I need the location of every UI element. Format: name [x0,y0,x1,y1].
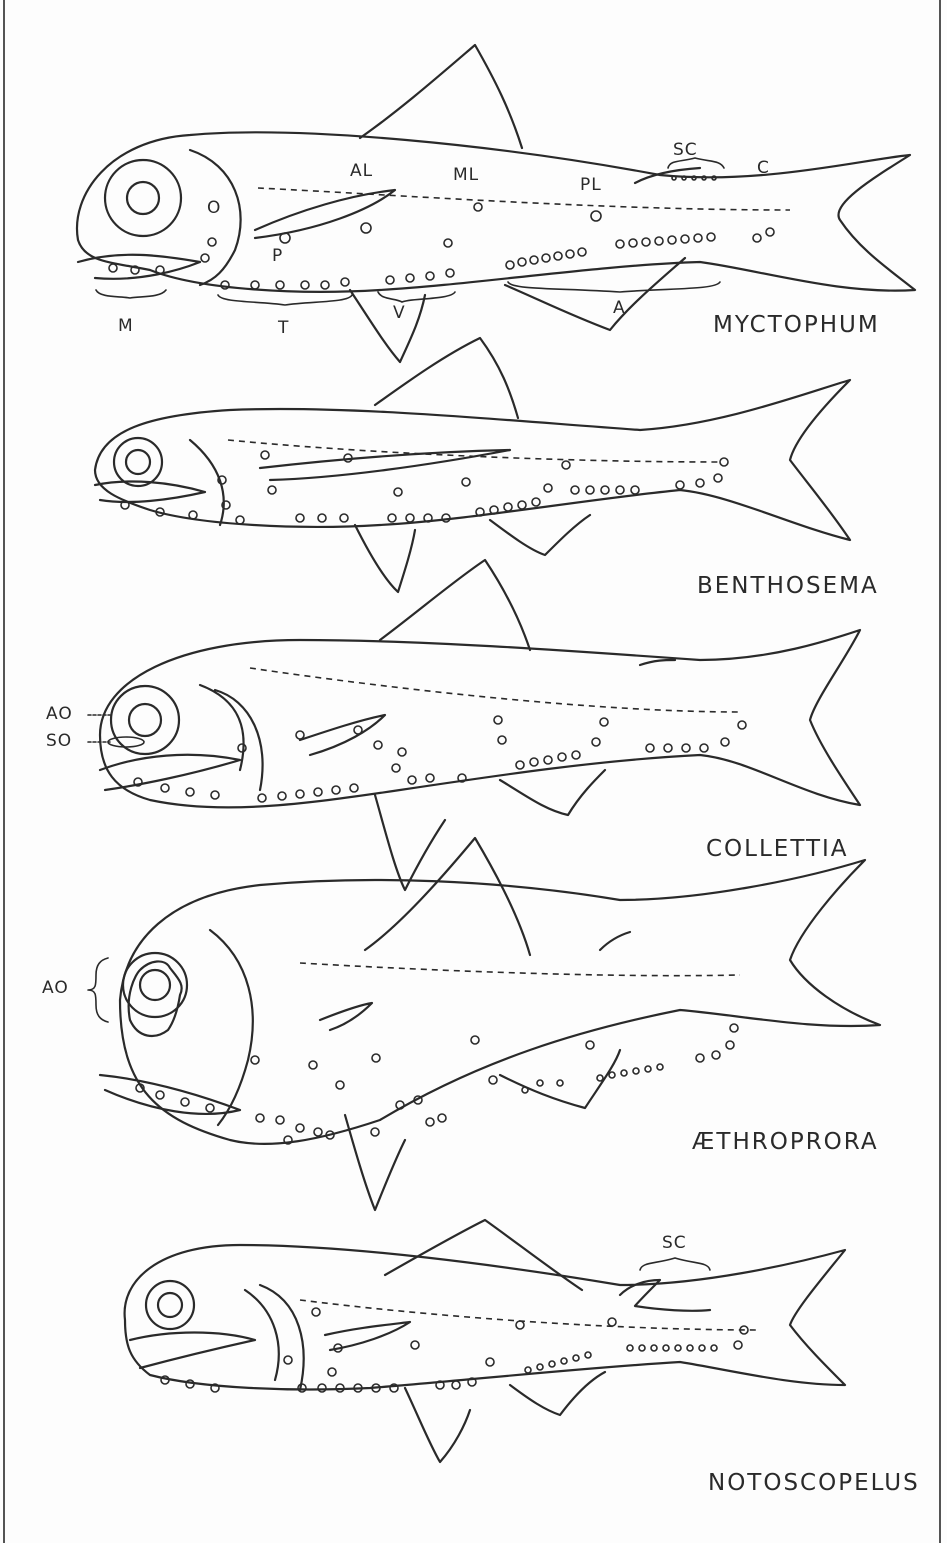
benthosema-pectoral-fin [260,450,510,480]
benthosema-jaw [95,481,205,502]
aethroprora-photophores [136,1024,738,1144]
aethroprora-pectoral-fin [320,1003,372,1030]
myctophum-pelvic-fin [350,290,425,362]
notoscopelus-pectoral-fin [325,1322,410,1350]
label-o: O [207,200,221,217]
notoscopelus-jaw [130,1333,255,1369]
label-pl: PL [580,177,602,194]
benthosema-eye-inner [126,450,150,474]
fish-notoscopelus [125,1220,845,1462]
label-ao-aethroprora: AO [42,980,69,997]
benthosema-anal-fin [490,515,590,555]
collettia-pectoral-fin [300,715,385,755]
label-a: A [613,300,626,317]
notoscopelus-eye-outer [146,1281,194,1329]
collettia-eye-inner [129,704,161,736]
notoscopelus-eye-inner [158,1293,182,1317]
label-ml: ML [453,167,479,184]
bracket-t [218,295,352,305]
collettia-adipose-fin [640,660,675,665]
aethroprora-eye-inner [140,970,170,1000]
aethroprora-operculum [210,930,253,1125]
bracket-sc2 [640,1258,710,1270]
notoscopelus-adipose-fin [620,1280,710,1311]
label-so: SO [46,733,72,750]
collettia-dorsal-fin [380,560,530,650]
myctophum-eye-outer [105,160,181,236]
aethroprora-jaw [100,1075,240,1114]
label-sc: SC [673,142,698,159]
label-sc-notoscopelus: SC [662,1235,687,1252]
species-name-aethroprora: ÆTHROPRORA [692,1131,879,1154]
myctophum-jaw [78,255,200,279]
label-ao: AO [46,706,73,723]
species-name-collettia: COLLETTIA [706,838,849,861]
collettia-lateral-line [250,668,740,712]
collettia-anal-fin [500,770,605,815]
species-name-benthosema: BENTHOSEMA [697,575,879,598]
myctophum-photophores [109,176,774,289]
species-name-notoscopelus: NOTOSCOPELUS [708,1472,920,1495]
myctophum-lateral-line [258,188,790,210]
bracket-m [96,290,166,298]
aethroprora-lateral-line [300,963,740,976]
notoscopelus-lateral-line [300,1300,760,1330]
fish-benthosema [95,338,850,592]
label-al: AL [350,163,373,180]
collettia-body [100,630,860,807]
species-name-myctophum: MYCTOPHUM [713,314,880,337]
myctophum-pectoral-fin [255,190,395,238]
myctophum-eye-inner [127,182,159,214]
label-p: P [272,248,283,265]
benthosema-dorsal-fin [375,338,518,418]
collettia-operculum [200,685,263,790]
bracket-v [378,292,455,302]
collettia-pelvic-fin [375,795,445,890]
aethroprora-adipose-fin [600,932,630,950]
label-t: T [278,320,289,337]
notoscopelus-body [125,1245,845,1389]
label-c: C [757,160,770,177]
bracket-a [508,282,720,292]
collettia-eye-outer [111,686,179,754]
aethroprora-dorsal-fin [365,838,530,955]
label-m: M [118,318,134,335]
benthosema-eye-outer [114,438,162,486]
label-v: V [393,305,406,322]
aethroprora-ao-brace [88,958,108,1022]
myctophum-dorsal-fin [360,45,522,148]
notoscopelus-operculum [245,1285,304,1390]
notoscopelus-pelvic-fin [405,1388,470,1462]
notoscopelus-anal-fin [510,1372,605,1415]
aethroprora-snout-lumps [129,961,182,1036]
benthosema-pelvic-fin [355,525,415,592]
notoscopelus-photophores [161,1308,748,1392]
collettia-so-organ [108,737,144,747]
